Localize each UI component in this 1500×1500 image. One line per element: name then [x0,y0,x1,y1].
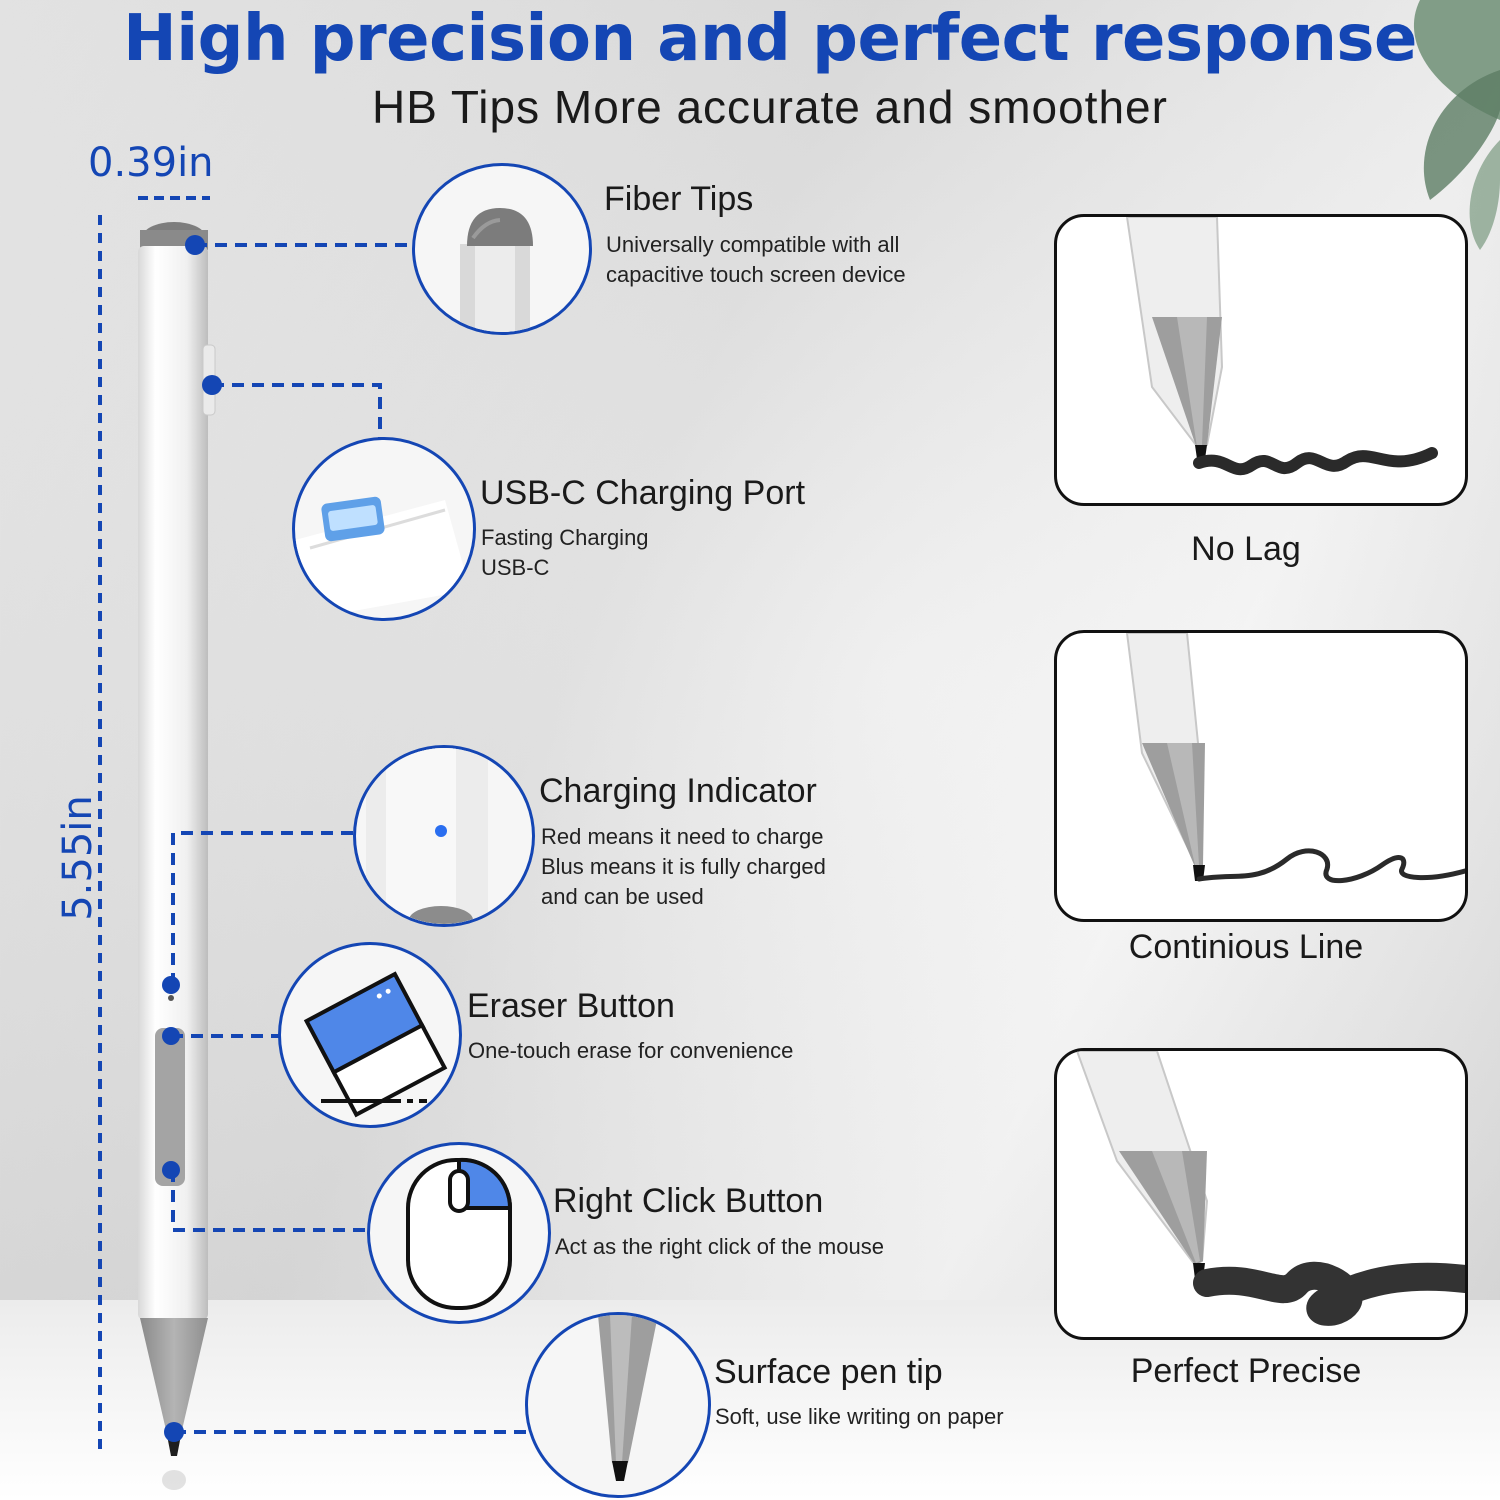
pen-tip-callout [525,1312,711,1498]
right-click-callout [367,1142,551,1324]
feature-title-usb-c: USB-C Charging Port [480,474,806,512]
feature-desc-right-click: Act as the right click of the mouse [555,1234,884,1259]
stylus-pen [138,222,216,1490]
panel-perfect-precise [1054,1048,1468,1340]
panel-no-lag [1054,214,1468,506]
connector-dots [162,235,222,1442]
feature-title-charging-indicator: Charging Indicator [539,772,817,810]
panel-label-perfect-precise: Perfect Precise [1130,1352,1362,1390]
charging-led-icon [366,748,488,924]
feature-desc-usb-c-1: Fasting Charging [481,525,649,550]
charging-indicator-callout [353,745,535,927]
feature-desc-eraser: One-touch erase for convenience [468,1038,794,1063]
plant-leaves-decoration [1413,0,1500,250]
fiber-tip-callout [412,163,592,335]
feature-desc-charging-3: and can be used [541,884,704,909]
feature-desc-fiber-tips-2: capacitive touch screen device [606,262,906,287]
feature-title-pen-tip: Surface pen tip [714,1353,943,1391]
pen-writing-continuous-line-icon [1125,633,1465,884]
pen-tip-icon [598,1315,658,1481]
mouse-icon [406,1157,513,1310]
eraser-icon [303,971,448,1118]
pen-writing-thick-stroke-icon [1075,1051,1465,1326]
feature-desc-usb-c-2: USB-C [481,555,550,580]
panel-label-continuous-line: Continious Line [1128,928,1364,966]
panel-label-no-lag: No Lag [1191,530,1301,568]
page-subtitle: HB Tips More accurate and smoother [372,81,1168,133]
feature-desc-fiber-tips-1: Universally compatible with all [606,232,900,257]
usb-c-icon [295,496,470,618]
pen-width-label: 0.39in [88,140,214,186]
fiber-tip-icon [460,208,533,332]
eraser-callout [278,942,462,1128]
usb-c-callout [292,437,476,621]
page-title: High precision and perfect response [123,2,1417,76]
panel-continuous-line [1054,630,1468,922]
pen-writing-wavy-line-icon [1125,217,1438,476]
feature-title-fiber-tips: Fiber Tips [604,180,754,218]
feature-title-right-click: Right Click Button [553,1182,824,1220]
feature-desc-charging-2: Blus means it is fully charged [541,854,826,879]
connector-lines [171,243,530,1434]
feature-desc-charging-1: Red means it need to charge [541,824,824,849]
feature-title-eraser: Eraser Button [467,987,675,1025]
feature-desc-pen-tip: Soft, use like writing on paper [715,1404,1004,1429]
